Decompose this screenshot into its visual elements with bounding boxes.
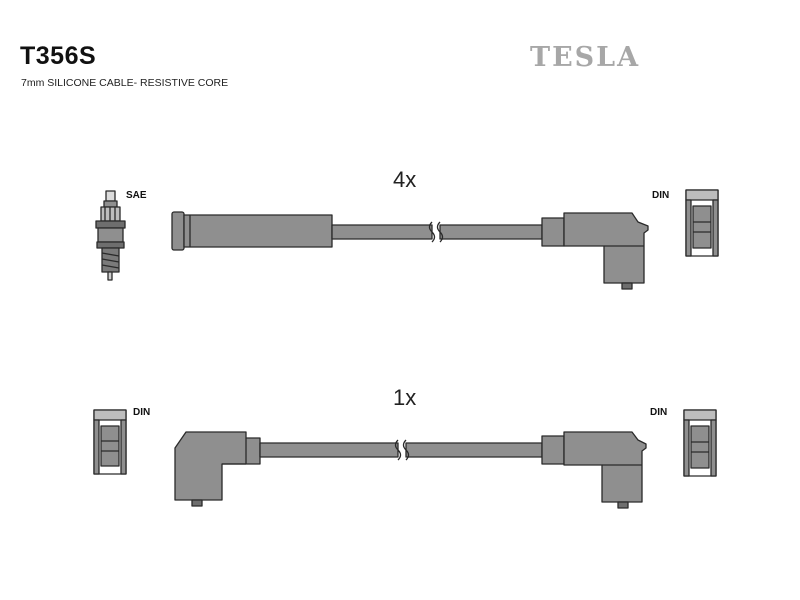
brand-logo: TESLA bbox=[530, 42, 641, 73]
set-2-left-connector-label: DIN bbox=[133, 407, 151, 418]
set-1-left-connector-label: SAE bbox=[126, 190, 147, 201]
din-terminal-icon bbox=[683, 409, 717, 477]
set-1-cable bbox=[331, 221, 543, 243]
set-1-quantity: 4x bbox=[393, 167, 417, 192]
set-1-angled-boot bbox=[541, 212, 649, 290]
set-2-quantity: 1x bbox=[393, 385, 417, 410]
set-2-right-angled-boot bbox=[541, 431, 647, 509]
set-1-right-connector-label: DIN bbox=[652, 190, 670, 201]
part-code: T356S bbox=[20, 42, 97, 70]
din-terminal-icon bbox=[93, 409, 127, 475]
set-2-left-angled-boot bbox=[174, 431, 261, 507]
set-2-cable bbox=[259, 439, 543, 461]
part-description: 7mm SILICONE CABLE- RESISTIVE CORE bbox=[21, 77, 229, 89]
din-terminal-icon bbox=[685, 189, 719, 257]
set-1-straight-boot bbox=[171, 211, 333, 251]
set-2-right-connector-label: DIN bbox=[650, 407, 668, 418]
spark-plug-icon bbox=[95, 190, 126, 281]
